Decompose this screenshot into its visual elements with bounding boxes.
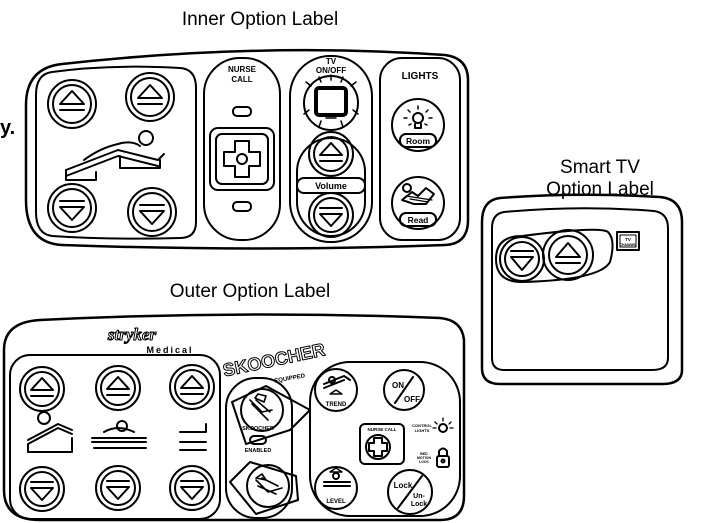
tv-section: TV ON/OFF Volume xyxy=(289,55,373,243)
equipped-label: EQUIPPED xyxy=(274,373,306,384)
level-label: LEVEL xyxy=(326,499,346,505)
nurse-call-section-frame xyxy=(203,57,281,241)
volume-up-button[interactable] xyxy=(308,131,354,177)
skoocher-small-label: SKOOCHER xyxy=(242,426,274,432)
unlock-label-2: Lock xyxy=(411,501,427,508)
lights-label: LIGHTS xyxy=(402,71,439,82)
tv-label-line2: ON/OFF xyxy=(316,66,346,75)
room-light-button[interactable]: Room xyxy=(391,98,445,152)
stryker-logo-sub: Medical xyxy=(146,345,193,355)
outer-right-controls-frame xyxy=(309,361,461,517)
tv-on-off-button[interactable] xyxy=(303,74,359,131)
outer-panel-outline xyxy=(2,313,466,522)
bed-motion-lock-line3: LOCK xyxy=(419,460,429,464)
inner-down-button-1[interactable] xyxy=(47,183,97,233)
smart-tv-option-panel: TV CHANNEL xyxy=(480,193,684,386)
inner-bed-section-frame xyxy=(35,65,197,240)
bed-motion-lock-line2: MOTION xyxy=(417,456,431,460)
off-label: OFF xyxy=(404,395,420,404)
outer-nurse-call-label: NURSE CALL xyxy=(368,427,397,432)
room-label: Room xyxy=(406,136,431,146)
channel-down-button[interactable] xyxy=(499,236,545,282)
control-label: CONTROL xyxy=(412,423,432,428)
outer-nurse-call-button[interactable]: NURSE CALL xyxy=(359,423,405,465)
foot-section-icon xyxy=(179,423,207,451)
bed-motion-lock-line1: BED xyxy=(420,452,428,456)
tv-channel-line1: TV xyxy=(625,237,631,242)
smart-tv-channel-rocker xyxy=(495,228,614,283)
head-section-icon xyxy=(27,411,73,453)
trend-label: TREND xyxy=(326,402,347,408)
level-button[interactable]: LEVEL xyxy=(314,466,358,510)
outer-option-label-caption: Outer Option Label xyxy=(169,281,331,302)
volume-label: Volume xyxy=(315,181,347,191)
nurse-call-line2: CALL xyxy=(231,75,252,84)
outer-down-button-3[interactable] xyxy=(169,465,215,511)
skoocher-section-frame xyxy=(225,377,293,519)
outer-down-button-2[interactable] xyxy=(95,465,141,511)
control-lights-icon xyxy=(432,417,454,433)
enabled-label: ENABLED xyxy=(245,448,272,454)
lock-unlock-button[interactable]: Lock Un- Lock xyxy=(387,469,433,515)
lights-section-frame xyxy=(379,57,461,241)
outer-up-button-1[interactable] xyxy=(19,366,65,412)
nurse-call-line1: NURSE xyxy=(228,65,257,74)
read-light-button[interactable]: Read xyxy=(391,176,445,230)
nurse-call-section: NURSE CALL xyxy=(203,57,281,241)
stryker-logo: stryker xyxy=(107,325,157,344)
stray-text: y. xyxy=(0,117,16,139)
nurse-call-indicator-top xyxy=(232,106,252,117)
lights-section: LIGHTS Room Read xyxy=(379,57,461,241)
on-off-button[interactable]: ON OFF xyxy=(383,369,425,411)
inner-up-button-1[interactable] xyxy=(47,79,97,129)
tv-section-frame xyxy=(289,55,373,243)
read-label: Read xyxy=(408,215,429,225)
inner-panel-outline xyxy=(24,48,470,250)
nurse-call-button[interactable] xyxy=(209,127,275,191)
channel-up-button[interactable] xyxy=(542,229,594,281)
skoocher-enabled-indicator xyxy=(249,435,267,445)
volume-down-button[interactable] xyxy=(308,192,354,238)
trend-button[interactable]: TREND xyxy=(314,368,358,412)
on-label: ON xyxy=(392,381,404,390)
smart-tv-caption-line1: Smart TV xyxy=(560,157,640,178)
outer-down-button-1[interactable] xyxy=(19,466,65,512)
smart-tv-panel-inner-outline xyxy=(491,207,669,371)
bed-position-icon xyxy=(65,130,165,181)
padlock-icon xyxy=(436,447,450,468)
lock-label: Lock xyxy=(394,481,413,490)
smart-tv-panel-outer-outline xyxy=(480,193,684,386)
unlock-label-1: Un- xyxy=(413,493,425,500)
outer-up-button-2[interactable] xyxy=(95,365,141,411)
skoocher-logo: SKOOCHER xyxy=(221,339,327,380)
outer-bed-controls-frame xyxy=(9,354,221,520)
bed-height-icon xyxy=(91,420,147,449)
tv-label-line1: TV xyxy=(326,57,337,66)
skoocher-reverse-button[interactable] xyxy=(229,461,299,515)
tv-channel-button[interactable]: TV CHANNEL xyxy=(616,231,640,251)
inner-option-label-caption: Inner Option Label xyxy=(181,9,339,30)
skoocher-forward-button[interactable] xyxy=(231,385,311,445)
inner-down-button-2[interactable] xyxy=(127,187,177,237)
control-lights-label: LIGHTS xyxy=(415,428,430,433)
inner-up-button-2[interactable] xyxy=(125,72,175,122)
tv-channel-line2: CHANNEL xyxy=(619,243,637,247)
outer-up-button-3[interactable] xyxy=(169,364,215,410)
inner-option-panel: NURSE CALL TV ON/OFF xyxy=(24,48,470,250)
nurse-call-indicator-bottom xyxy=(232,201,252,212)
outer-option-panel: stryker Medical xyxy=(2,313,466,522)
